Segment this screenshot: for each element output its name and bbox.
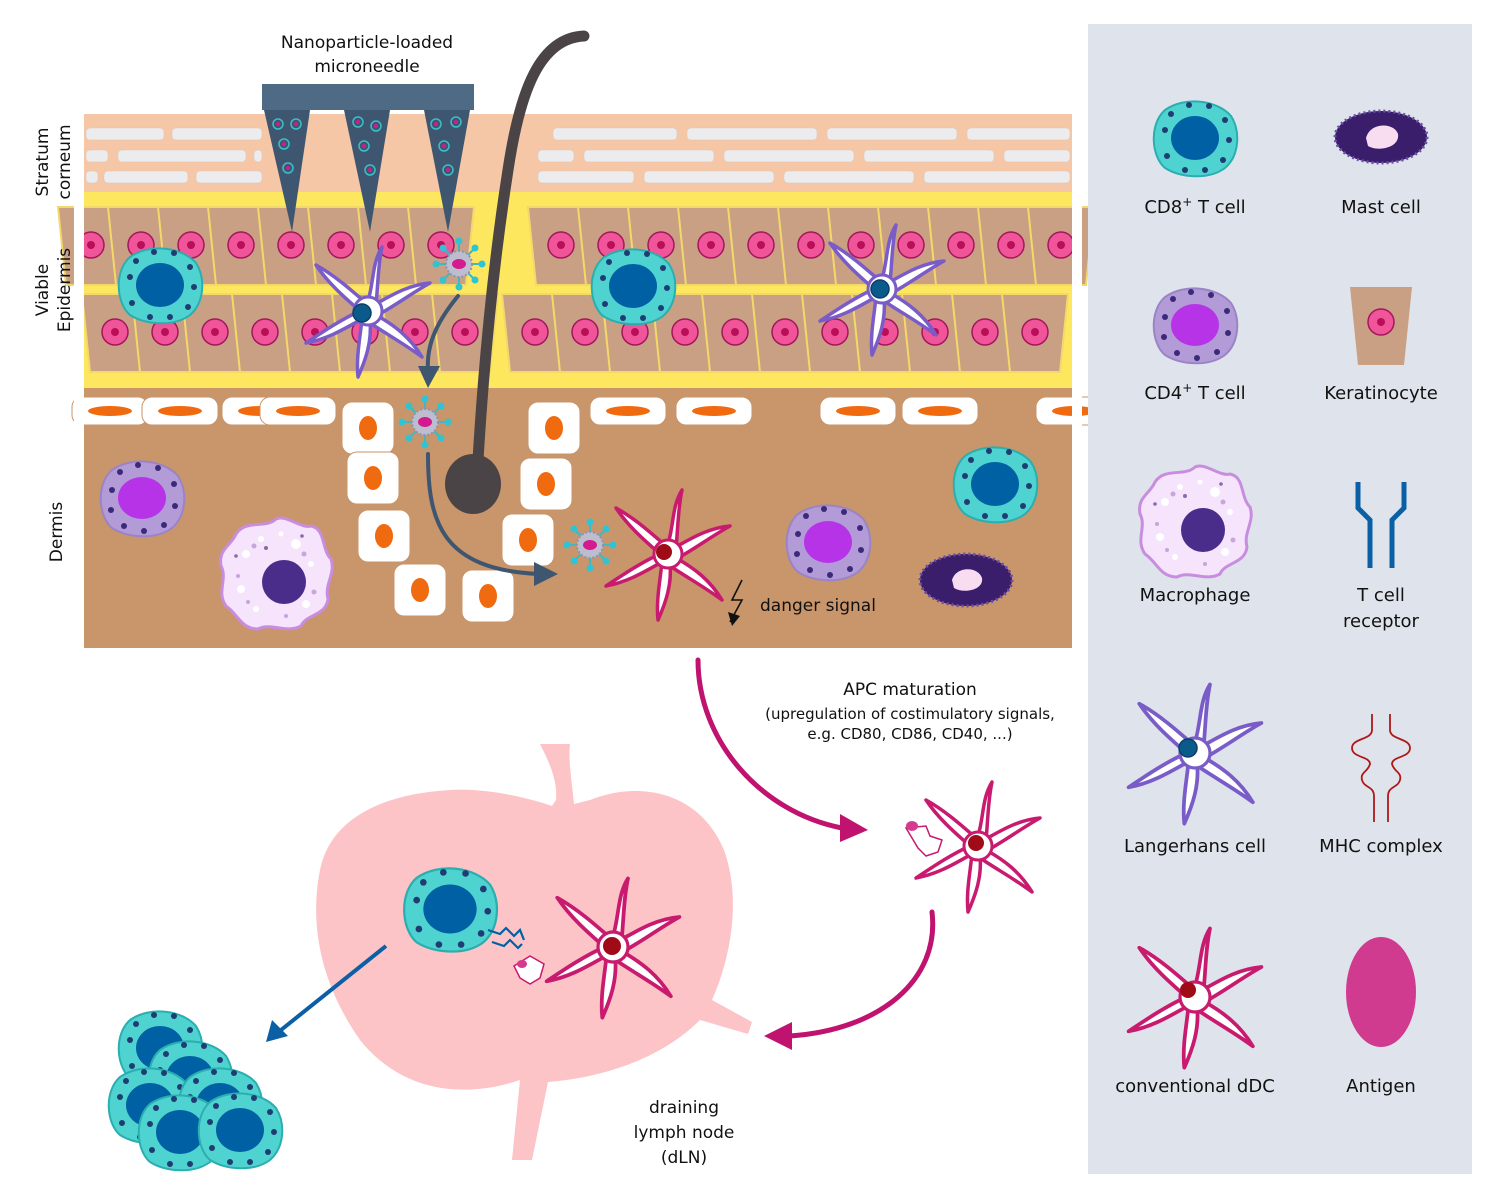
legend-cd8-icon [1152, 100, 1239, 178]
layer-labels: Stratum corneum Viable Epidermis Dermis [33, 124, 75, 562]
microneedle-label-line2: microneedle [314, 57, 419, 77]
dln-label-line3: (dLN) [661, 1148, 707, 1168]
langerhans-cell-2 [818, 223, 946, 357]
dln-label-line1: draining [649, 1098, 719, 1118]
skin-section [57, 30, 1113, 650]
hair-bulb [445, 454, 501, 514]
legend-mhc-icon [1351, 714, 1411, 822]
dermal-macrophage [219, 516, 334, 631]
viable-label-line1: Viable [33, 264, 53, 316]
legend-antigen-label: Antigen [1346, 1076, 1416, 1097]
stratum-label-line2: corneum [55, 124, 75, 199]
apc-title: APC maturation [843, 680, 977, 700]
dln-label-line2: lymph node [634, 1123, 735, 1143]
epidermal-tcell-2 [590, 248, 677, 326]
legend-panel: CD8+ T cell Mast cell CD4+ T cell Kerati… [1088, 24, 1472, 1174]
legend-macrophage-icon [1138, 464, 1253, 579]
dermal-cd4-tcell [99, 460, 186, 538]
hair-shaft [472, 30, 590, 466]
legend-tcr-label-line2: receptor [1343, 611, 1420, 632]
microneedle-label-line1: Nanoparticle-loaded [281, 33, 453, 53]
dermis-label: Dermis [47, 502, 67, 563]
danger-signal-label: danger signal [760, 596, 876, 616]
legend-langerhans-label: Langerhans cell [1124, 836, 1266, 857]
legend-macrophage-label: Macrophage [1140, 585, 1251, 606]
dermal-cd8-tcell [952, 446, 1039, 524]
dermal-dendritic-cell [604, 488, 732, 622]
uptake-arrows [425, 294, 542, 576]
langerhans-cell-1 [304, 245, 432, 379]
legend-mhc-label: MHC complex [1319, 836, 1443, 857]
mature-dendritic-cell [904, 780, 1042, 914]
legend-cd4-icon [1152, 287, 1239, 365]
legend-tcr-icon [1355, 482, 1407, 568]
basal-cell-row [71, 396, 1113, 426]
dermal-mast-cell [918, 552, 1014, 608]
viable-label-line2: Epidermis [55, 248, 75, 332]
proliferation-arrow [274, 944, 388, 1036]
migration-arrows [695, 657, 936, 1039]
legend-cd8-label: CD8+ T cell [1144, 195, 1245, 218]
microneedle [262, 84, 474, 232]
legend-langerhans-icon [1126, 682, 1264, 826]
legend-tcr-label-line1: T cell [1356, 585, 1405, 606]
legend-mast-label: Mast cell [1341, 197, 1421, 218]
apc-subtitle-line1: (upregulation of costimulatory signals, [765, 705, 1055, 723]
danger-signal-icon [728, 579, 744, 626]
dermal-cd4-tcell-2 [785, 504, 872, 582]
legend-antigen-icon [1346, 937, 1416, 1047]
tcell-cluster [107, 1010, 284, 1172]
legend-mast-icon [1333, 109, 1429, 165]
legend-ddc-icon [1126, 926, 1264, 1070]
apc-subtitle-line2: e.g. CD80, CD86, CD40, ...) [807, 725, 1012, 743]
legend-cd4-label: CD4+ T cell [1144, 381, 1245, 404]
legend-keratinocyte-icon [1350, 287, 1412, 365]
legend-ddc-label: conventional dDC [1115, 1076, 1275, 1097]
stratum-label-line1: Stratum [33, 128, 53, 197]
epidermal-tcell-1 [117, 247, 204, 325]
legend-keratinocyte-label: Keratinocyte [1324, 383, 1438, 404]
lymph-node [316, 744, 752, 1160]
